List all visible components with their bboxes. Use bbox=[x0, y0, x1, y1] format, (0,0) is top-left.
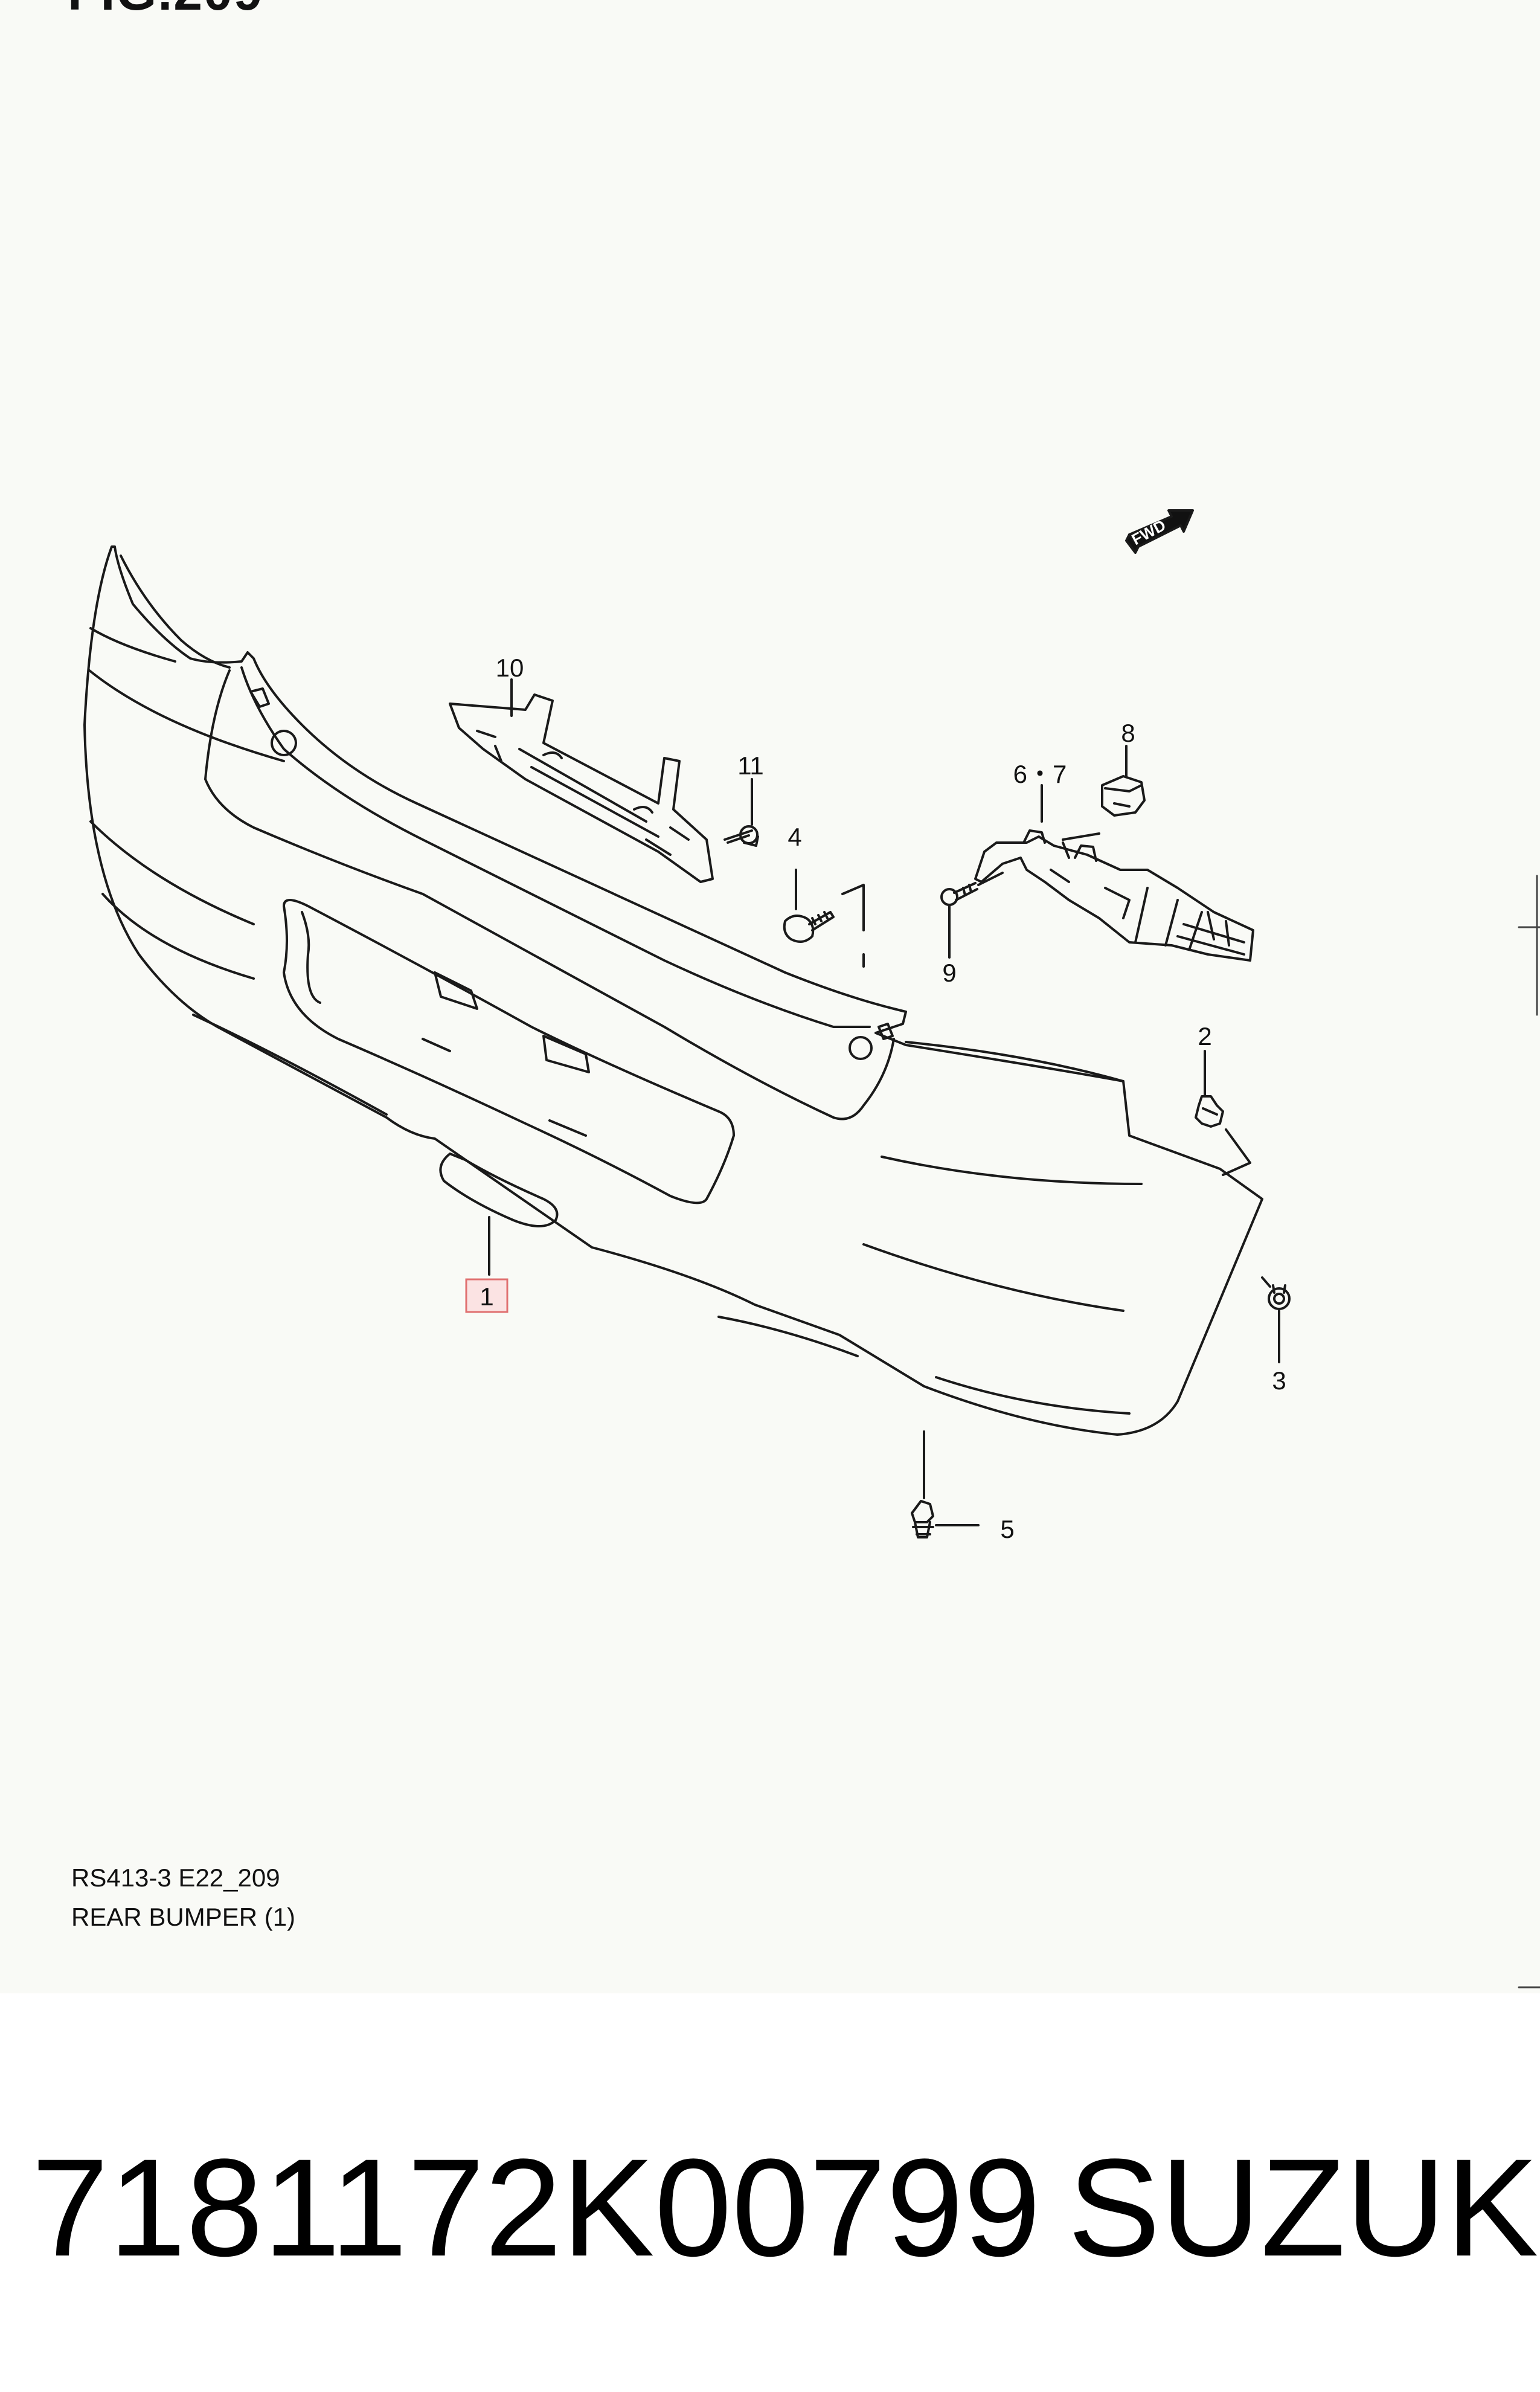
highlight-box-1 bbox=[465, 1278, 509, 1313]
diagram-code: RS413-3 E22_209 bbox=[71, 1863, 280, 1892]
side-bracket bbox=[974, 829, 1254, 962]
fwd-arrow-icon bbox=[1125, 509, 1194, 554]
fwd-badge-label: FWD bbox=[1129, 516, 1169, 548]
screw-11 bbox=[723, 825, 759, 847]
leader-4-to-bumper bbox=[841, 884, 865, 931]
leader-9-to-bracket bbox=[977, 872, 1004, 886]
callout-6-7: 6・7 bbox=[1013, 760, 1067, 788]
brand-name: SUZUKI bbox=[1068, 2130, 1540, 2285]
screw-9 bbox=[940, 882, 978, 906]
clip-3 bbox=[1268, 1284, 1291, 1310]
callout-3: 3 bbox=[1272, 1366, 1286, 1395]
rear-bumper-cover bbox=[83, 545, 1263, 1436]
leader-3-to-bumper bbox=[1261, 1276, 1271, 1288]
callout-8: 8 bbox=[1121, 719, 1135, 747]
callout-4: 4 bbox=[788, 823, 801, 851]
callout-9: 9 bbox=[942, 959, 956, 987]
callout-1: 1 bbox=[480, 1282, 493, 1311]
exploded-parts-diagram: FWD 1 2 3 4 5 6・7 8 9 10 11 bbox=[83, 509, 1540, 1989]
diagram-sheet bbox=[0, 0, 1540, 1993]
callout-11: 11 bbox=[737, 751, 764, 780]
leader-67-to-clip bbox=[1062, 832, 1100, 841]
callout-10: 10 bbox=[496, 654, 524, 682]
callout-2: 2 bbox=[1198, 1022, 1211, 1050]
clip-8 bbox=[1101, 775, 1146, 817]
nut-2 bbox=[1195, 1095, 1224, 1128]
diagram-name: REAR BUMPER (1) bbox=[71, 1903, 296, 1931]
callout-5: 5 bbox=[1000, 1515, 1014, 1543]
part-number: 7181172K00799 bbox=[31, 2130, 1041, 2285]
bolt-4 bbox=[783, 911, 835, 943]
figure-title: FIG.209 bbox=[68, 0, 264, 22]
clip-5 bbox=[911, 1500, 934, 1538]
leader-2-to-bumper bbox=[1222, 1128, 1251, 1176]
center-bracket bbox=[449, 693, 714, 883]
